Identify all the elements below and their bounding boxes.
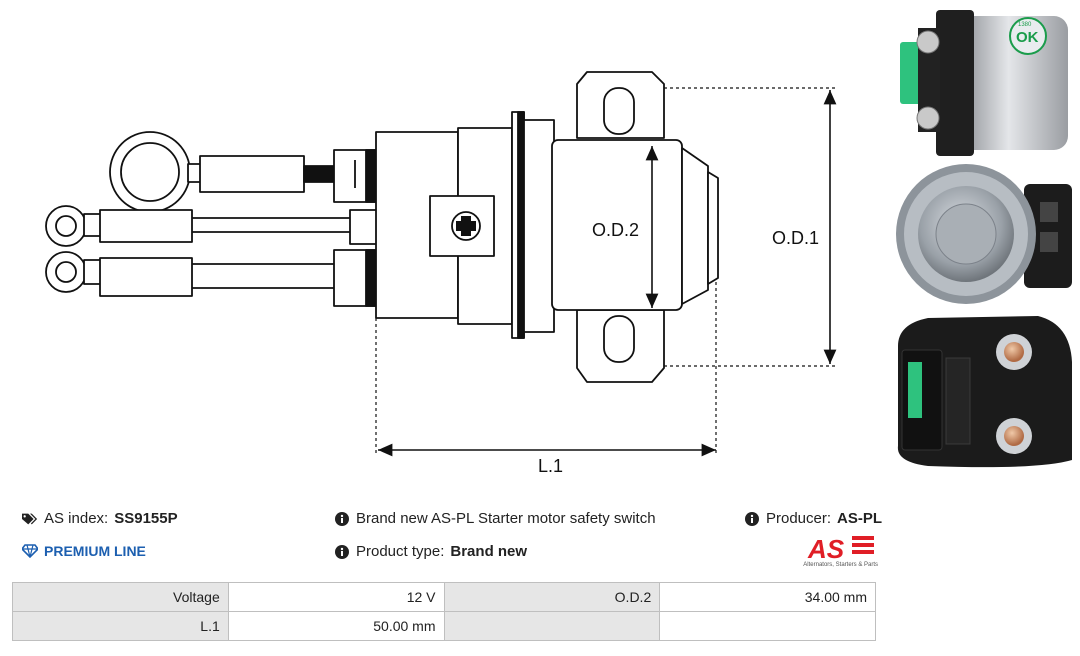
specs-table: Voltage 12 V O.D.2 34.00 mm L.1 50.00 mm bbox=[12, 582, 876, 641]
description-row: Brand new AS-PL Starter motor safety swi… bbox=[334, 510, 656, 527]
info-icon bbox=[334, 544, 350, 560]
premium-line-badge: PREMIUM LINE bbox=[22, 543, 146, 559]
as-index-label: AS index: bbox=[44, 510, 109, 527]
photo-terminal-view bbox=[897, 316, 1072, 468]
table-row: L.1 50.00 mm bbox=[12, 611, 876, 641]
product-description: Brand new AS-PL Starter motor safety swi… bbox=[356, 510, 656, 527]
product-type-value: Brand new bbox=[450, 543, 528, 560]
as-index-row: AS index: SS9155P bbox=[22, 510, 178, 527]
table-row: Voltage 12 V O.D.2 34.00 mm bbox=[12, 582, 876, 612]
photo-side-view: OK 1380 bbox=[900, 10, 1068, 156]
spec-value: 50.00 mm bbox=[227, 611, 445, 641]
spec-label: O.D.2 bbox=[443, 582, 661, 612]
info-icon bbox=[334, 511, 350, 527]
logo-text: AS bbox=[807, 534, 845, 564]
product-type-label: Product type: bbox=[356, 543, 445, 560]
technical-drawing: O.D.2 O.D.1 L.1 bbox=[45, 71, 838, 476]
od1-label: O.D.1 bbox=[772, 228, 819, 248]
od2-label: O.D.2 bbox=[592, 220, 639, 240]
spec-value: 34.00 mm bbox=[659, 582, 876, 612]
product-photos: OK 1380 bbox=[896, 10, 1072, 468]
spec-label: L.1 bbox=[12, 611, 229, 641]
ok-badge-subtext: 1380 bbox=[1018, 22, 1032, 28]
l1-label: L.1 bbox=[538, 456, 563, 476]
photo-end-view bbox=[896, 164, 1072, 304]
spec-value: 12 V bbox=[227, 582, 445, 612]
info-icon bbox=[744, 511, 760, 527]
spec-label bbox=[443, 611, 661, 641]
producer-value: AS-PL bbox=[837, 510, 883, 527]
logo-tagline: Alternators, Starters & Parts bbox=[803, 562, 878, 568]
as-index-value: SS9155P bbox=[114, 510, 178, 527]
ok-badge: OK bbox=[1016, 29, 1039, 46]
producer-row: Producer: AS-PL bbox=[744, 510, 882, 527]
premium-line-label: PREMIUM LINE bbox=[44, 543, 146, 559]
spec-label: Voltage bbox=[12, 582, 229, 612]
producer-logo: AS bbox=[807, 534, 874, 564]
spec-value bbox=[659, 611, 876, 641]
tags-icon bbox=[22, 511, 38, 527]
product-type-row: Product type: Brand new bbox=[334, 543, 527, 560]
diamond-icon bbox=[22, 543, 38, 559]
producer-label: Producer: bbox=[766, 510, 832, 527]
